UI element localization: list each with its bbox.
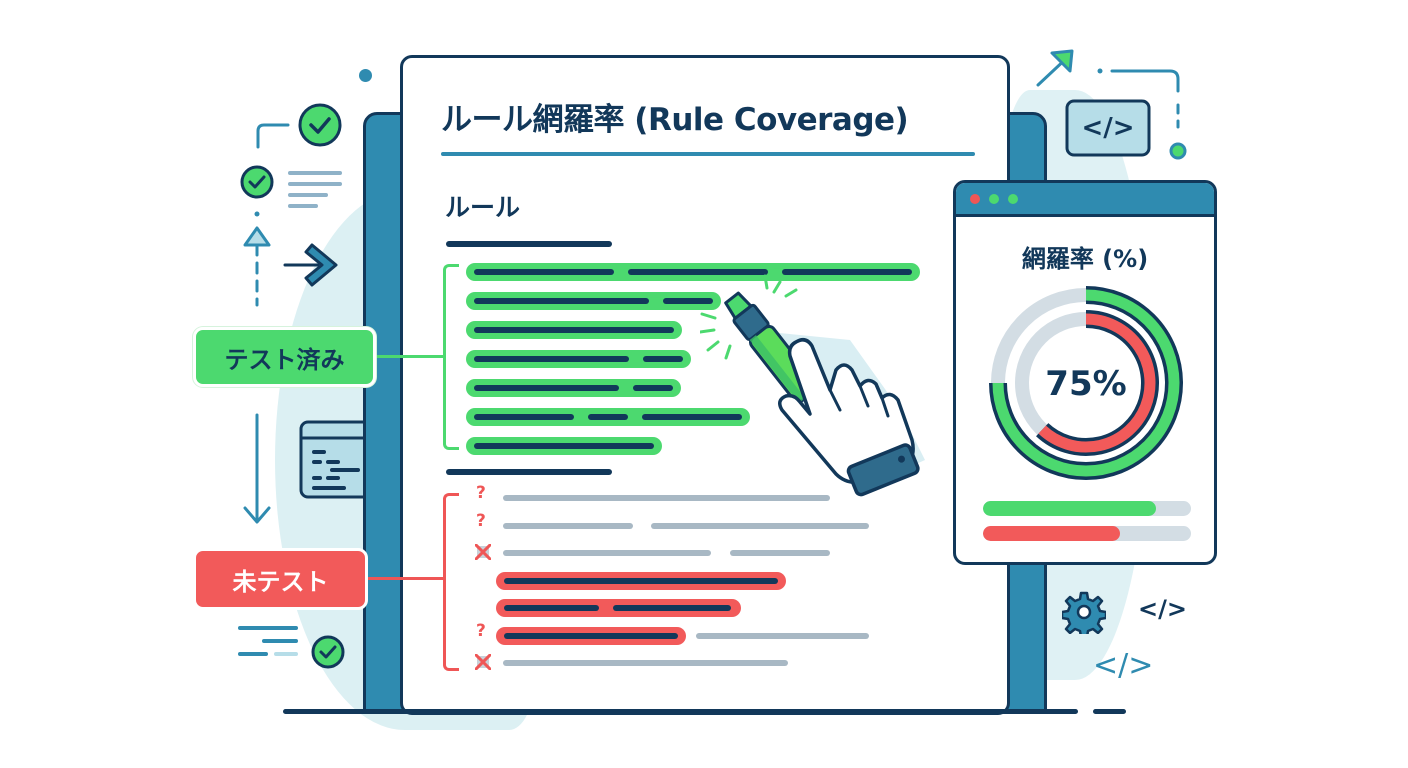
rule-text-segment [504, 577, 778, 584]
rule-text-segment [474, 269, 614, 275]
untested-rule-line [503, 522, 633, 529]
decorative-flow-left-top [240, 103, 342, 307]
untested-bracket [443, 493, 459, 671]
tested-connector [376, 355, 446, 358]
rule-text-segment [643, 356, 683, 362]
rule-text-segment [588, 414, 628, 420]
decorative-dot [359, 69, 372, 82]
rules-heading-underline [446, 241, 612, 247]
tested-rule-row [466, 437, 662, 455]
tested-rule-row [466, 350, 691, 368]
question-mark-icon: ? [476, 483, 486, 503]
x-mark-icon [475, 654, 491, 670]
hand-highlighter-icon [700, 274, 925, 497]
untested-rule-row-highlighted [496, 571, 786, 590]
rule-text-segment [613, 605, 731, 611]
rules-heading: ルール [445, 193, 521, 222]
question-mark-icon: ? [476, 510, 486, 531]
baseline-floor-dash [1093, 709, 1126, 714]
untested-connector [368, 577, 446, 580]
tested-progress-bar [983, 501, 1191, 516]
rule-text-segment [633, 385, 673, 391]
untested-progress-bar [983, 526, 1191, 541]
window-close-dot[interactable] [970, 193, 980, 204]
code-tag-icon: </> [1138, 595, 1187, 623]
tested-rule-row [466, 263, 920, 281]
left-frame-pillar [363, 112, 405, 712]
inner-coverage-arc [1038, 313, 1156, 453]
window-minimize-dot[interactable] [989, 193, 999, 204]
untested-rule-line [503, 660, 788, 666]
title-divider [441, 152, 975, 156]
tested-progress-fill [983, 501, 1156, 516]
rule-text-segment [474, 443, 654, 449]
untested-rule-line [503, 550, 711, 556]
x-mark-icon [475, 544, 491, 560]
widget-titlebar [956, 183, 1214, 217]
rule-text-segment [663, 298, 713, 304]
window-maximize-dot[interactable] [1008, 193, 1018, 204]
untested-rule-line [696, 632, 869, 639]
rule-text-segment [782, 269, 912, 275]
tested-rule-row [466, 292, 721, 310]
decorative-flow-right-top [1036, 49, 1187, 160]
tested-rule-row [466, 408, 750, 426]
untested-label: 未テスト [193, 548, 368, 610]
untested-progress-fill [983, 526, 1121, 541]
decorative-flow-left-bottom [238, 413, 370, 669]
untested-rule-line [503, 495, 830, 501]
rule-text-segment [474, 414, 574, 420]
rule-text-segment [474, 356, 629, 362]
untested-rule-line [651, 522, 869, 529]
page-title: ルール網羅率 (Rule Coverage) [441, 102, 909, 138]
code-box-icon: </> [1081, 113, 1135, 143]
section-divider [446, 469, 612, 475]
rule-text-segment [628, 269, 768, 275]
rule-text-segment [474, 385, 619, 391]
untested-rule-line [730, 550, 830, 556]
untested-rule-row-highlighted [496, 626, 686, 645]
coverage-percent-value: 75% [1045, 364, 1126, 404]
tested-label: テスト済み [193, 327, 376, 387]
rule-text-segment [504, 605, 599, 611]
outer-coverage-arc [992, 289, 1180, 477]
rule-text-segment [642, 414, 742, 420]
rule-text-segment [474, 327, 674, 333]
gear-icon [1062, 591, 1106, 634]
tested-rule-row [466, 379, 681, 397]
baseline-floor [283, 709, 1078, 714]
rule-text-segment [504, 632, 678, 639]
rule-text-segment [474, 298, 649, 304]
question-mark-icon: ? [476, 620, 486, 641]
tested-rule-row [466, 321, 682, 339]
rule-coverage-document: ルール網羅率 (Rule Coverage) ルール ??? [400, 55, 1010, 715]
coverage-widget-window: 網羅率 (%) 75% [953, 180, 1217, 565]
coverage-donut-chart: 75% [989, 286, 1183, 480]
coverage-title: 網羅率 (%) [1021, 245, 1149, 273]
code-tag-icon-secondary: </> [1093, 648, 1154, 683]
untested-rule-row-highlighted [496, 599, 741, 617]
